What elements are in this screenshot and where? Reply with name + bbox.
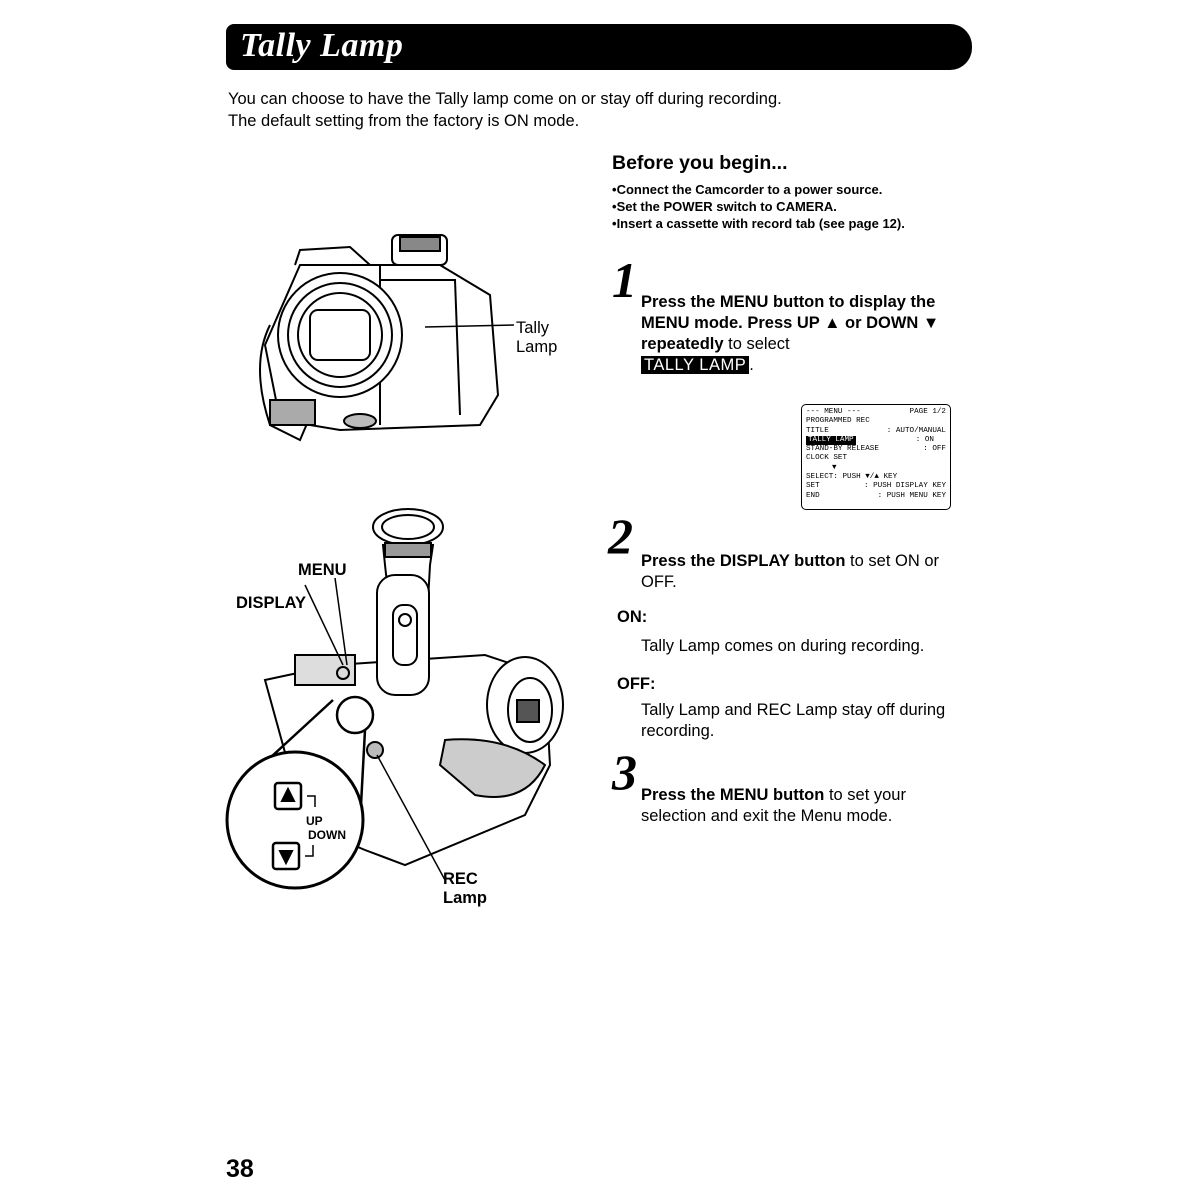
step-2-instruction: Press the DISPLAY button <box>641 552 846 570</box>
tally-lamp-highlight: TALLY LAMP <box>641 356 750 374</box>
before-item: Insert a cassette with record tab (see p… <box>612 215 992 232</box>
off-label: OFF: <box>617 675 656 693</box>
step-3: 3 Press the MENU button to set your sele… <box>612 744 906 825</box>
intro-line-1: You can choose to have the Tally lamp co… <box>228 90 782 108</box>
step-1: 1 Press the MENU button to display the M… <box>612 252 940 374</box>
step-1-instruction: Press the MENU button to display the MEN… <box>641 293 940 353</box>
camcorder-front-illustration <box>259 234 515 442</box>
section-title-bar: Tally Lamp <box>226 24 972 70</box>
down-callout: DOWN <box>308 828 346 842</box>
before-heading: Before you begin... <box>612 152 788 174</box>
rec-lamp-callout: REC Lamp <box>443 870 488 907</box>
menu-screen: --- MENU ---PAGE 1/2 PROGRAMMED REC TITL… <box>801 404 951 510</box>
off-description: Tally Lamp and REC Lamp stay off during … <box>641 701 946 740</box>
up-callout: UP <box>306 814 323 828</box>
before-list: Connect the Camcorder to a power source.… <box>612 181 992 232</box>
menu-selected-item: TALLY LAMP <box>806 435 856 446</box>
before-item: Connect the Camcorder to a power source. <box>612 181 992 198</box>
on-label: ON: <box>617 608 648 626</box>
camcorder-back-illustration <box>225 508 564 890</box>
section-title: Tally Lamp <box>240 27 404 64</box>
step-3-instruction: Press the MENU button <box>641 786 825 804</box>
page-number: 38 <box>226 1155 254 1183</box>
step-1-text: to select <box>723 335 790 353</box>
menu-callout: MENU <box>298 561 347 579</box>
intro-text: You can choose to have the Tally lamp co… <box>228 88 782 132</box>
intro-line-2: The default setting from the factory is … <box>228 112 580 130</box>
before-you-begin: Before you begin... Connect the Camcorde… <box>612 152 992 232</box>
display-callout: DISPLAY <box>236 594 306 612</box>
tally-lamp-callout: Tally Lamp <box>516 319 558 356</box>
on-description: Tally Lamp comes on during recording. <box>641 637 925 655</box>
step-2: 2 Press the DISPLAY button to set ON or … <box>608 508 939 591</box>
before-item: Set the POWER switch to CAMERA. <box>612 198 992 215</box>
